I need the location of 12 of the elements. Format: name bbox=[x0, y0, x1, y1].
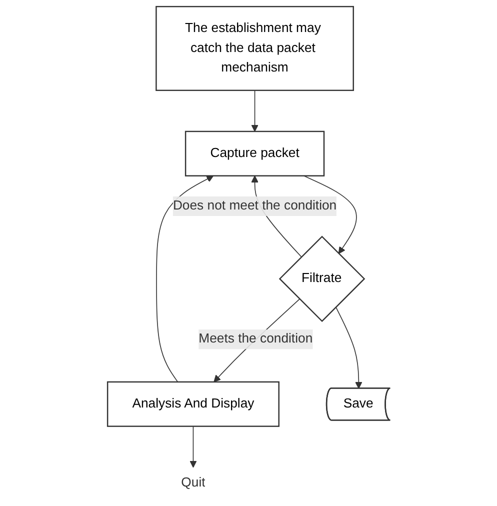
edge-label: Does not meet the condition bbox=[172, 198, 336, 213]
node-box: Capture packet bbox=[184, 130, 324, 176]
node-box: The establishment may catch the data packet mechanism bbox=[155, 6, 354, 91]
edge-label: Meets the condition bbox=[198, 332, 312, 346]
arrow bbox=[335, 306, 362, 389]
arrow bbox=[250, 90, 258, 132]
arrow bbox=[156, 175, 214, 382]
node-box: Analysis And Display bbox=[106, 381, 280, 427]
node-text: Quit bbox=[180, 476, 205, 490]
arrow bbox=[302, 175, 356, 254]
node-diamond: Filtrate bbox=[278, 236, 365, 322]
arrow bbox=[189, 426, 196, 468]
